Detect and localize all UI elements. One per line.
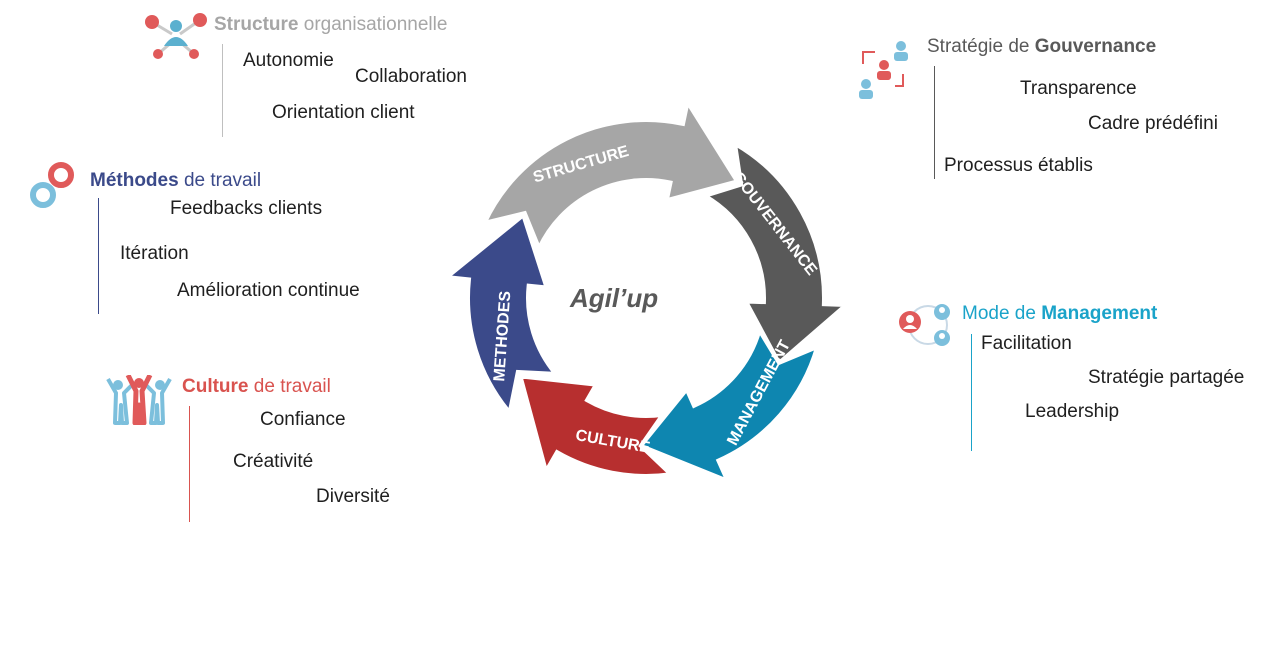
structure-item: Collaboration: [355, 66, 467, 87]
culture-item: Créativité: [233, 451, 314, 472]
structure-divider: [222, 44, 223, 137]
methodes-divider: [98, 198, 99, 314]
gouvernance-section-title: Stratégie de Gouvernance: [927, 36, 1157, 57]
management-divider: [971, 334, 972, 451]
culture-arrow: [517, 374, 676, 478]
culture-divider: [189, 406, 190, 522]
culture-section-title: Culture de travail: [182, 376, 331, 397]
management-item: Stratégie partagée: [1088, 367, 1245, 388]
management-item: Leadership: [1025, 401, 1120, 422]
methodes-arrow: [442, 211, 561, 417]
gouvernance-arrow: [700, 140, 852, 367]
team-management-icon: [898, 300, 956, 350]
methodes-arrow-label: METHODES: [491, 290, 514, 382]
gouvernance-item: Transparence: [1020, 78, 1137, 99]
center-title: Agil’up: [570, 283, 659, 313]
management-section-title: Mode de Management: [962, 303, 1158, 324]
governance-people-icon: [857, 38, 913, 100]
infinity-loop-icon: [28, 160, 78, 210]
structure-item: Autonomie: [243, 50, 334, 71]
network-people-icon: [142, 12, 210, 62]
structure-item: Orientation client: [272, 102, 415, 123]
methodes-item: Itération: [120, 243, 189, 264]
structure-section-title: Structure organisationnelle: [214, 14, 448, 35]
culture-item: Diversité: [316, 486, 390, 507]
management-item: Facilitation: [981, 333, 1072, 354]
culture-item: Confiance: [260, 409, 346, 430]
gouvernance-divider: [934, 66, 935, 179]
cheering-people-icon: [106, 373, 172, 426]
gouvernance-item: Processus établis: [944, 155, 1093, 176]
methodes-section-title: Méthodes de travail: [90, 170, 262, 191]
methodes-item: Amélioration continue: [177, 280, 360, 301]
methodes-item: Feedbacks clients: [170, 198, 323, 219]
structure-arrow: [481, 97, 741, 254]
gouvernance-item: Cadre prédéfini: [1088, 113, 1218, 134]
